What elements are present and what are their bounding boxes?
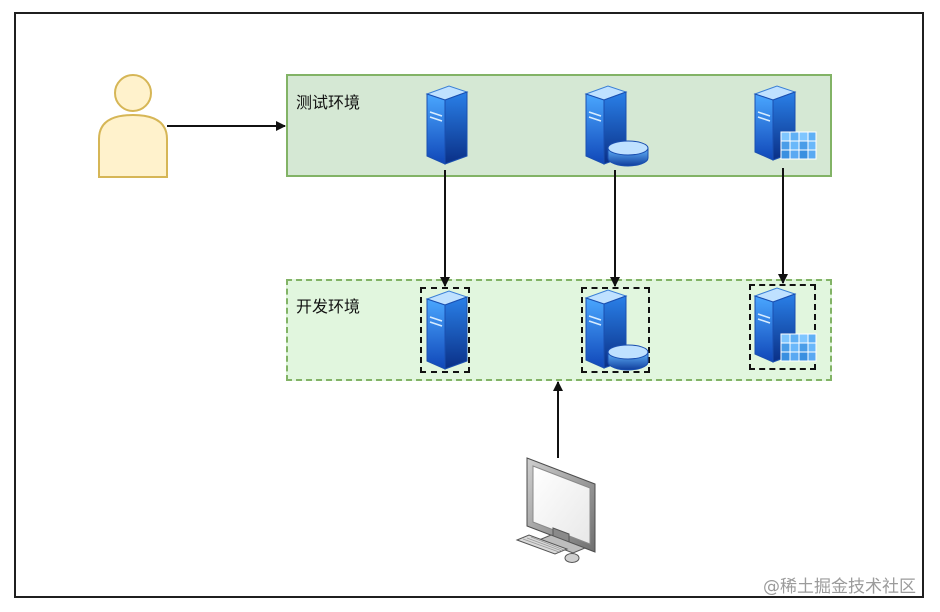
database-server-icon: [584, 289, 649, 371]
user-icon: [98, 74, 168, 178]
dev-server-highlight: [420, 287, 470, 373]
dev-environment-label: 开发环境: [296, 297, 361, 316]
server-icon: [425, 85, 469, 165]
test-environment-box: [286, 74, 832, 177]
test-environment-label: 测试环境: [296, 93, 361, 112]
dev-environment-box: [286, 279, 832, 381]
server-icon: [425, 290, 469, 370]
dev-grid-server-highlight: [749, 284, 816, 370]
watermark-text: @稀土掘金技术社区: [763, 577, 916, 597]
grid-server-icon: [753, 85, 817, 161]
database-server-icon: [584, 85, 649, 167]
dev-database-server-highlight: [581, 287, 650, 373]
grid-server-icon: [753, 287, 817, 363]
computer-workstation-icon: [515, 457, 596, 563]
